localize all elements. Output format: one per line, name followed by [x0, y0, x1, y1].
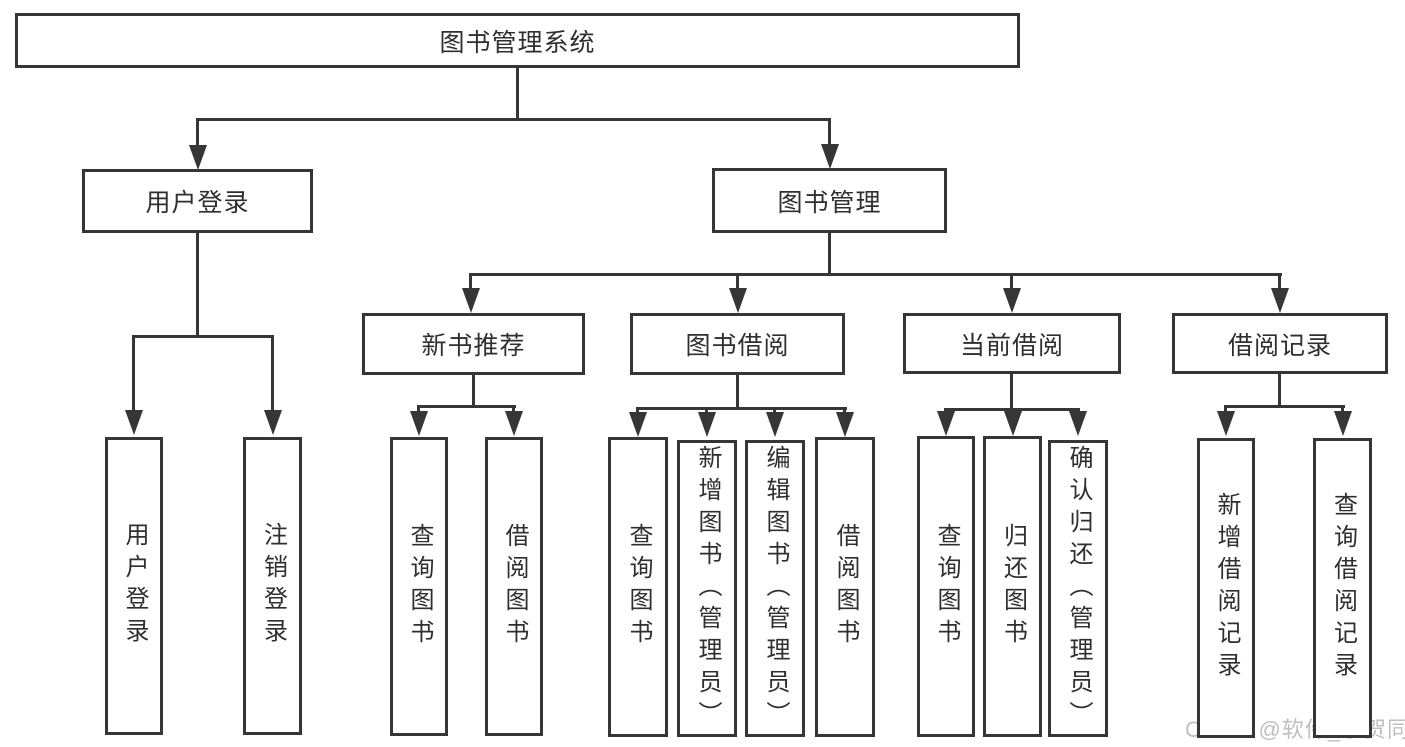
arrow-down-icon	[505, 411, 523, 436]
node-label: 借阅图书	[832, 523, 859, 651]
connector-line	[1010, 276, 1013, 291]
connector-line	[1278, 374, 1281, 407]
node-label: 借阅记录	[1227, 331, 1332, 360]
connector-line	[828, 121, 831, 148]
node-current-borrowing: 当前借阅	[903, 313, 1121, 374]
connector-line	[469, 276, 472, 291]
node-v-add-book-admin: 新增图书（管理员）	[677, 440, 737, 737]
arrow-down-icon	[263, 410, 282, 435]
node-label: 借阅图书	[501, 522, 528, 651]
connector-line	[828, 233, 831, 275]
connector-line	[636, 407, 847, 410]
connector-line	[516, 68, 519, 118]
arrow-down-icon	[729, 288, 747, 313]
arrow-down-icon	[1217, 411, 1235, 436]
arrow-down-icon	[1271, 288, 1289, 313]
node-book-management: 图书管理	[712, 168, 947, 233]
node-v-borrow-book-1: 借阅图书	[485, 437, 543, 736]
arrow-down-icon	[698, 412, 716, 437]
connector-line	[944, 408, 1080, 411]
node-label: 查询图书	[406, 522, 433, 651]
node-label: 图书管理系统	[439, 28, 596, 57]
connector-line	[1278, 276, 1281, 291]
node-v-query-book-2: 查询图书	[608, 437, 668, 737]
connector-line	[417, 405, 516, 408]
arrow-down-icon	[836, 412, 854, 437]
node-label: 新书推荐	[421, 332, 526, 360]
connector-line	[1224, 405, 1345, 408]
node-book-borrowing: 图书借阅	[630, 313, 845, 375]
node-v-return-book: 归还图书	[983, 436, 1042, 737]
node-v-add-borrow-record: 新增借阅记录	[1197, 438, 1255, 738]
node-user-login: 用户登录	[82, 169, 313, 233]
node-root: 图书管理系统	[15, 13, 1020, 68]
node-v-query-borrow-record: 查询借阅记录	[1313, 438, 1372, 738]
connector-line	[472, 375, 475, 407]
connector-line	[271, 338, 274, 414]
node-label: 新增图书（管理员）	[694, 444, 721, 733]
connector-line	[736, 276, 739, 291]
arrow-down-icon	[1004, 411, 1022, 436]
node-label: 图书借阅	[685, 332, 790, 360]
arrow-down-icon	[188, 145, 207, 170]
connector-line	[196, 118, 831, 121]
node-label: 查询借阅记录	[1329, 492, 1357, 684]
connector-line	[469, 273, 1282, 276]
node-label: 归还图书	[999, 522, 1027, 651]
node-v-borrow-book-2: 借阅图书	[815, 437, 875, 737]
arrow-down-icon	[461, 288, 480, 313]
arrow-down-icon	[766, 412, 784, 437]
arrow-down-icon	[820, 144, 839, 169]
arrow-down-icon	[410, 411, 428, 436]
node-label: 查询图书	[933, 522, 960, 651]
connector-line	[132, 338, 135, 414]
connector-line	[196, 233, 199, 337]
node-v-query-book-1: 查询图书	[390, 437, 448, 736]
connector-line	[196, 121, 199, 148]
arrow-down-icon	[1069, 411, 1087, 436]
node-v-edit-book-admin: 编辑图书（管理员）	[745, 440, 805, 737]
node-v-logout: 注销登录	[243, 437, 302, 735]
node-label: 注销登录	[259, 522, 287, 650]
node-borrowing-records: 借阅记录	[1172, 313, 1388, 374]
arrow-down-icon	[1334, 411, 1352, 436]
arrow-down-icon	[1003, 288, 1021, 313]
node-v-user-login: 用户登录	[105, 437, 163, 735]
node-v-query-book-3: 查询图书	[917, 436, 975, 737]
node-v-confirm-return-admin: 确认归还（管理员）	[1048, 440, 1108, 737]
arrow-down-icon	[629, 412, 647, 437]
node-label: 确认归还（管理员）	[1065, 444, 1092, 733]
node-label: 编辑图书（管理员）	[762, 444, 789, 733]
connector-line	[132, 335, 274, 338]
connector-line	[736, 375, 739, 409]
node-label: 用户登录	[121, 522, 148, 650]
arrow-down-icon	[937, 411, 955, 436]
node-new-book-recommend: 新书推荐	[362, 313, 585, 375]
node-label: 查询图书	[625, 523, 652, 651]
connector-line	[1010, 374, 1013, 410]
node-label: 新增借阅记录	[1213, 492, 1240, 684]
arrow-down-icon	[125, 410, 143, 435]
node-label: 当前借阅	[959, 331, 1064, 360]
node-label: 用户登录	[145, 189, 250, 217]
node-label: 图书管理	[777, 188, 882, 217]
